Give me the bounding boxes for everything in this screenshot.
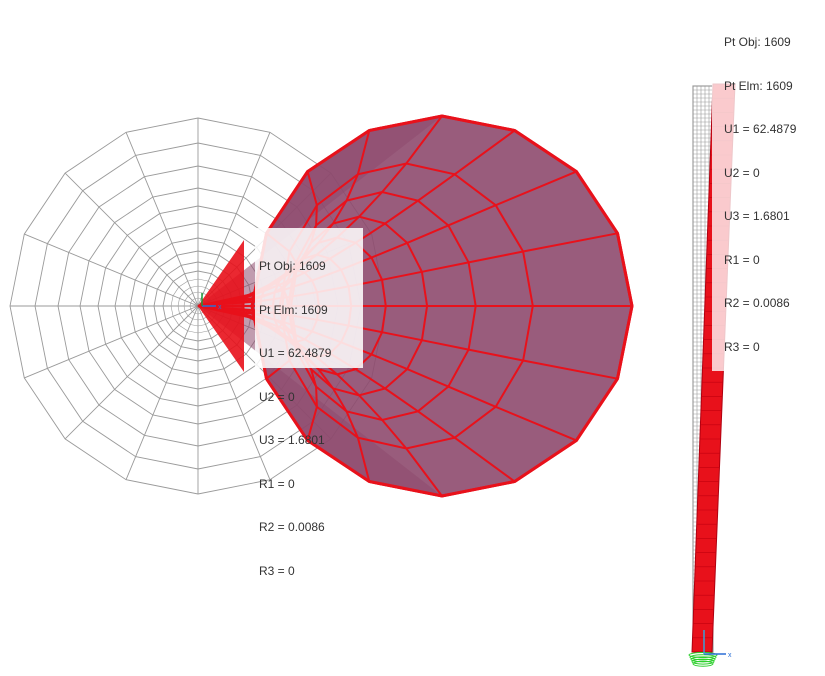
support-hatch bbox=[690, 656, 716, 663]
mesh-ring bbox=[97, 205, 299, 407]
u2-value: U2 = 0 bbox=[724, 165, 760, 180]
u3-value: U3 = 1.6801 bbox=[259, 433, 325, 447]
axis-x-label: x bbox=[218, 304, 222, 311]
axis-x-label: x bbox=[728, 652, 732, 659]
mesh-radial-line bbox=[125, 132, 199, 307]
support-hatch bbox=[689, 654, 717, 661]
mesh-radial-line bbox=[197, 132, 271, 307]
point-info-tooltip: Pt Obj: 1609 Pt Elm: 1609 U1 = 62.4879 U… bbox=[712, 4, 820, 371]
u1-value: U1 = 62.4879 bbox=[259, 346, 332, 360]
r3-value: R3 = 0 bbox=[259, 563, 295, 578]
u1-value: U1 = 62.4879 bbox=[724, 122, 797, 136]
mesh-ring bbox=[153, 261, 243, 351]
mesh-ring bbox=[79, 187, 317, 425]
r1-value: R1 = 0 bbox=[724, 252, 760, 267]
mesh-ring bbox=[129, 237, 267, 375]
undeformed-mesh-end-view bbox=[9, 117, 387, 495]
axis-triad-icon: x bbox=[201, 293, 222, 311]
mesh-ring bbox=[183, 291, 213, 321]
mesh-radial-line bbox=[64, 305, 199, 440]
point-info-tooltip: Pt Obj: 1609 Pt Elm: 1609 U1 = 62.4879 U… bbox=[255, 228, 363, 578]
mesh-ring bbox=[142, 250, 254, 362]
deformed-apex-cluster bbox=[198, 240, 244, 372]
mesh-ring bbox=[114, 222, 282, 390]
mesh-ring bbox=[34, 142, 362, 470]
u2-value: U2 = 0 bbox=[259, 389, 295, 404]
fixed-support-icon bbox=[688, 652, 718, 667]
pt-obj-label: Pt Obj: 1609 bbox=[259, 259, 326, 273]
r3-value: R3 = 0 bbox=[724, 339, 760, 354]
mesh-ring bbox=[170, 278, 226, 334]
support-hatch bbox=[692, 660, 714, 667]
mesh-radial-line bbox=[125, 305, 199, 480]
mesh-ring bbox=[9, 117, 387, 495]
mesh-ring bbox=[57, 165, 339, 447]
u3-value: U3 = 1.6801 bbox=[724, 209, 790, 223]
r2-value: R2 = 0.0086 bbox=[724, 296, 790, 310]
axis-triad-icon: x bbox=[703, 630, 732, 659]
mesh-radial-line bbox=[24, 305, 199, 379]
mesh-ring bbox=[162, 270, 234, 342]
mesh-ring bbox=[177, 285, 219, 327]
pt-obj-label: Pt Obj: 1609 bbox=[724, 35, 791, 49]
mesh-radial-line bbox=[197, 305, 271, 480]
support-hatch bbox=[688, 652, 718, 658]
support-hatch bbox=[691, 658, 715, 665]
mesh-radial-line bbox=[64, 172, 199, 307]
mesh-radial-line bbox=[24, 233, 199, 307]
pt-elm-label: Pt Elm: 1609 bbox=[259, 302, 328, 317]
r2-value: R2 = 0.0086 bbox=[259, 520, 325, 534]
pt-elm-label: Pt Elm: 1609 bbox=[724, 78, 793, 93]
r1-value: R1 = 0 bbox=[259, 476, 295, 491]
